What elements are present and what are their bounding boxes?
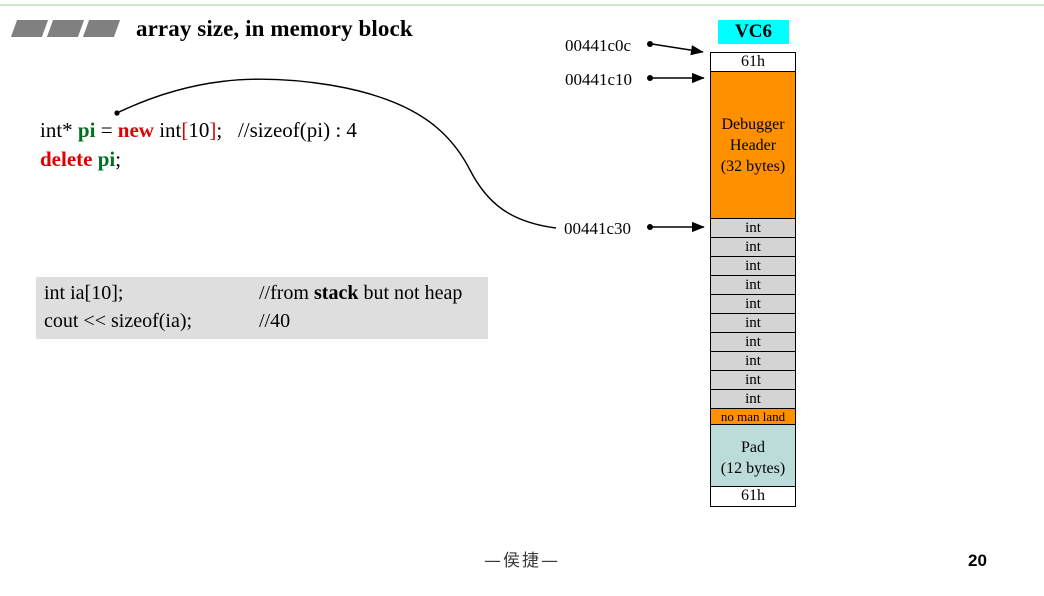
mem-cell-pad: Pad (12 bytes)	[711, 425, 795, 487]
address-label-00441c30: 00441c30	[564, 219, 632, 238]
mem-cell-int-7: int	[711, 333, 795, 352]
mem-cell-int-2: int	[711, 238, 795, 257]
stack-code-line-1: int ia[10]; //from stack but not heap	[44, 282, 462, 305]
mem-cell-int-5: int	[711, 295, 795, 314]
stack-example-box: int ia[10]; //from stack but not heap co…	[36, 277, 488, 339]
code-token-ten: 10	[188, 118, 210, 142]
top-divider-rule	[0, 4, 1044, 6]
stack-comment-2: //40	[259, 310, 291, 332]
mem-cell-int-1: int	[711, 219, 795, 238]
code-token-int-star: int*	[40, 118, 78, 142]
title-bullet-marks	[10, 20, 122, 38]
mem-cell-int-6: int	[711, 314, 795, 333]
address-dot-00441c30	[647, 224, 653, 230]
address-dot-00441c10	[647, 75, 653, 81]
mem-cell-int-4: int	[711, 276, 795, 295]
stack-code-line-2: cout << sizeof(ia); //40	[44, 310, 290, 333]
heap-code-block: int* pi = new int[10]; //sizeof(pi) : 4 …	[40, 116, 357, 173]
pad-line-1: Pad	[741, 439, 765, 456]
compiler-badge-vc6: VC6	[718, 20, 789, 44]
heap-code-line-2: delete pi;	[40, 145, 357, 173]
pad-line-2: (12 bytes)	[720, 460, 786, 477]
address-dot-00441c0c	[647, 41, 653, 47]
pointer-curve-origin-dot	[114, 110, 120, 116]
debugger-header-line-2: Header	[729, 137, 777, 154]
bullet-mark-2	[46, 20, 85, 37]
code-comment-sizeof-pi: //sizeof(pi) : 4	[222, 118, 357, 142]
footer-author: —侯捷—	[484, 551, 560, 571]
mem-cell-cookie-top: 61h	[711, 53, 795, 72]
address-label-00441c10: 00441c10	[565, 70, 633, 89]
stack-code-1-text: int ia[10];	[44, 282, 124, 304]
mem-cell-debugger-header: Debugger Header (32 bytes)	[711, 72, 795, 219]
stack-code-2-text: cout << sizeof(ia);	[44, 310, 193, 332]
code-token-pi-2: pi	[97, 147, 116, 171]
memory-block-diagram: 61h Debugger Header (32 bytes) int int i…	[710, 52, 796, 507]
mem-cell-no-man-land: no man land	[711, 409, 795, 425]
code-token-pi-1: pi	[77, 118, 96, 142]
bullet-mark-3	[82, 20, 121, 37]
stack-comment-1-pre: //from	[259, 282, 314, 304]
mem-cell-int-9: int	[711, 371, 795, 390]
debugger-header-line-3: (32 bytes)	[720, 158, 786, 175]
code-token-semicolon-2: ;	[115, 147, 122, 171]
code-token-int: int	[153, 118, 182, 142]
page-title: array size, in memory block	[136, 16, 413, 41]
stack-comment-1-bold: stack	[314, 282, 359, 304]
code-token-new: new	[117, 118, 154, 142]
mem-cell-int-8: int	[711, 352, 795, 371]
mem-cell-int-3: int	[711, 257, 795, 276]
address-arrow-00441c0c	[651, 43, 704, 56]
debugger-header-line-1: Debugger	[721, 116, 785, 133]
code-token-delete: delete	[40, 147, 93, 171]
stack-comment-1: //from stack but not heap	[259, 282, 462, 305]
mem-cell-int-10: int	[711, 390, 795, 409]
stack-comment-1-post: but not heap	[358, 282, 463, 304]
heap-code-line-1: int* pi = new int[10]; //sizeof(pi) : 4	[40, 116, 357, 144]
address-label-00441c0c: 00441c0c	[565, 36, 632, 55]
bullet-mark-1	[10, 20, 49, 37]
code-token-assign: =	[95, 118, 118, 142]
mem-cell-cookie-bottom: 61h	[711, 487, 795, 506]
page-number: 20	[968, 551, 987, 570]
